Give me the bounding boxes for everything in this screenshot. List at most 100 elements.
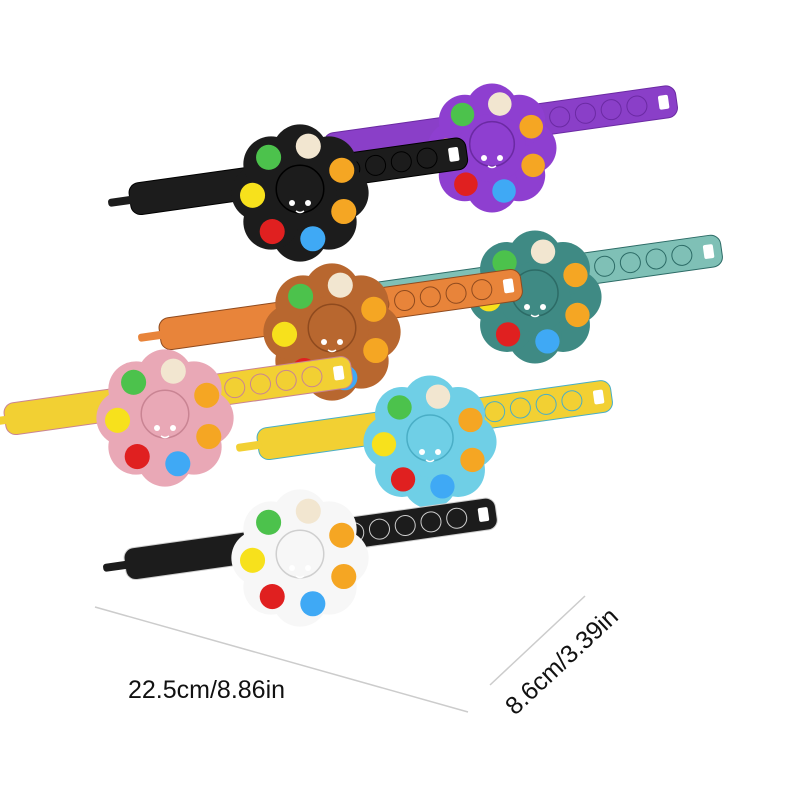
octopus-eye-right (305, 200, 311, 206)
octopus-eye-right (170, 425, 176, 431)
band-bubble (626, 95, 648, 117)
pop-bubble (300, 226, 326, 252)
band-bubble (445, 282, 467, 304)
band-buckle-tip (236, 440, 263, 452)
bracelet-white (103, 489, 498, 627)
band-buckle-tip (138, 330, 165, 342)
octopus-eye-left (481, 155, 487, 161)
pop-bubble (519, 114, 544, 139)
pop-bubble (104, 407, 131, 433)
width-dimension-label: 22.5cm/8.86in (128, 676, 286, 704)
pop-bubble (387, 395, 412, 420)
octopus-eye-right (337, 339, 343, 345)
octopus-eye-left (524, 304, 530, 310)
band-bubble (394, 515, 416, 537)
pop-bubble (271, 321, 298, 347)
pop-bubble (363, 337, 389, 364)
octopus-eye-right (497, 155, 503, 161)
pop-bubble (295, 498, 321, 524)
band-buckle-tip (103, 560, 130, 572)
octopus-mouth (295, 210, 305, 214)
pop-bubble (196, 423, 222, 450)
pop-bubble (165, 451, 191, 477)
pop-bubble (430, 474, 455, 499)
band-bubble (301, 366, 323, 388)
band-bubble (224, 377, 246, 399)
octopus-eye-right (435, 449, 441, 455)
band-bubble (275, 369, 297, 391)
pop-bubble (256, 509, 282, 535)
octopus-head (307, 303, 357, 353)
dimension-lines (94, 595, 586, 713)
band-bubble (390, 151, 412, 173)
pop-bubble (331, 198, 357, 225)
octopus-mouth (425, 459, 435, 463)
band-hole (702, 244, 715, 259)
pop-bubble (124, 444, 150, 470)
bracelet-light-blue (236, 375, 613, 509)
band-bubble (249, 373, 271, 395)
pop-bubble (259, 219, 285, 245)
octopus-head (406, 414, 454, 462)
octopus-mouth (530, 314, 540, 318)
band-hole (657, 94, 670, 110)
octopus-head (275, 164, 325, 214)
band-bubble (416, 147, 438, 169)
pop-bubble (488, 92, 512, 116)
band-bubble (574, 102, 596, 124)
band-bubble (509, 397, 531, 419)
pop-bubble (239, 547, 266, 573)
pop-bubble (535, 329, 560, 354)
band-bubble (594, 255, 616, 277)
octopus-eye-right (305, 565, 311, 571)
band-bubble (420, 511, 442, 533)
octopus-eye-left (289, 200, 295, 206)
pop-bubble (425, 384, 451, 409)
pop-bubble (390, 467, 416, 492)
band-bubble (368, 518, 390, 540)
pop-bubble (495, 322, 521, 347)
band-bubble (561, 390, 583, 412)
octopus-mouth (295, 575, 305, 579)
octopus-head (140, 389, 190, 439)
band-hole (477, 507, 490, 522)
band-hole (333, 365, 345, 381)
pop-bubble (521, 153, 545, 178)
pop-bubble (492, 179, 516, 203)
band-bubble (600, 99, 622, 121)
pop-bubble (361, 296, 387, 322)
pop-bubble (371, 432, 397, 457)
width-dimension-line (94, 606, 469, 713)
octopus-eye-left (289, 565, 295, 571)
band-buckle-tip (0, 415, 10, 427)
pop-bubble (458, 407, 483, 433)
band-bubble (645, 248, 667, 270)
band-bubble (671, 244, 693, 266)
pop-bubble (454, 172, 478, 196)
pop-bubble (563, 262, 588, 288)
band-bubble (549, 106, 571, 128)
bracelet-pink (0, 349, 354, 487)
bracelets-group (0, 83, 723, 627)
band-buckle-tip (108, 195, 135, 207)
octopus-eye-left (321, 339, 327, 345)
pop-bubble (259, 584, 285, 610)
pop-bubble (329, 522, 355, 548)
band-bubble (619, 252, 641, 274)
band-hole (502, 278, 515, 294)
pop-bubble (239, 182, 266, 208)
pop-bubble (288, 283, 314, 309)
octopus-eye-left (419, 449, 425, 455)
pop-bubble (460, 447, 485, 473)
octopus-head (468, 120, 516, 168)
band-bubble (535, 393, 557, 415)
pop-bubble (492, 250, 517, 275)
band-hole (592, 389, 605, 405)
octopus-mouth (160, 435, 170, 439)
pop-bubble (327, 272, 353, 298)
band-bubble (471, 279, 493, 301)
depth-dimension-line (489, 595, 586, 686)
pop-bubble (121, 369, 147, 395)
pop-bubble (530, 239, 556, 264)
